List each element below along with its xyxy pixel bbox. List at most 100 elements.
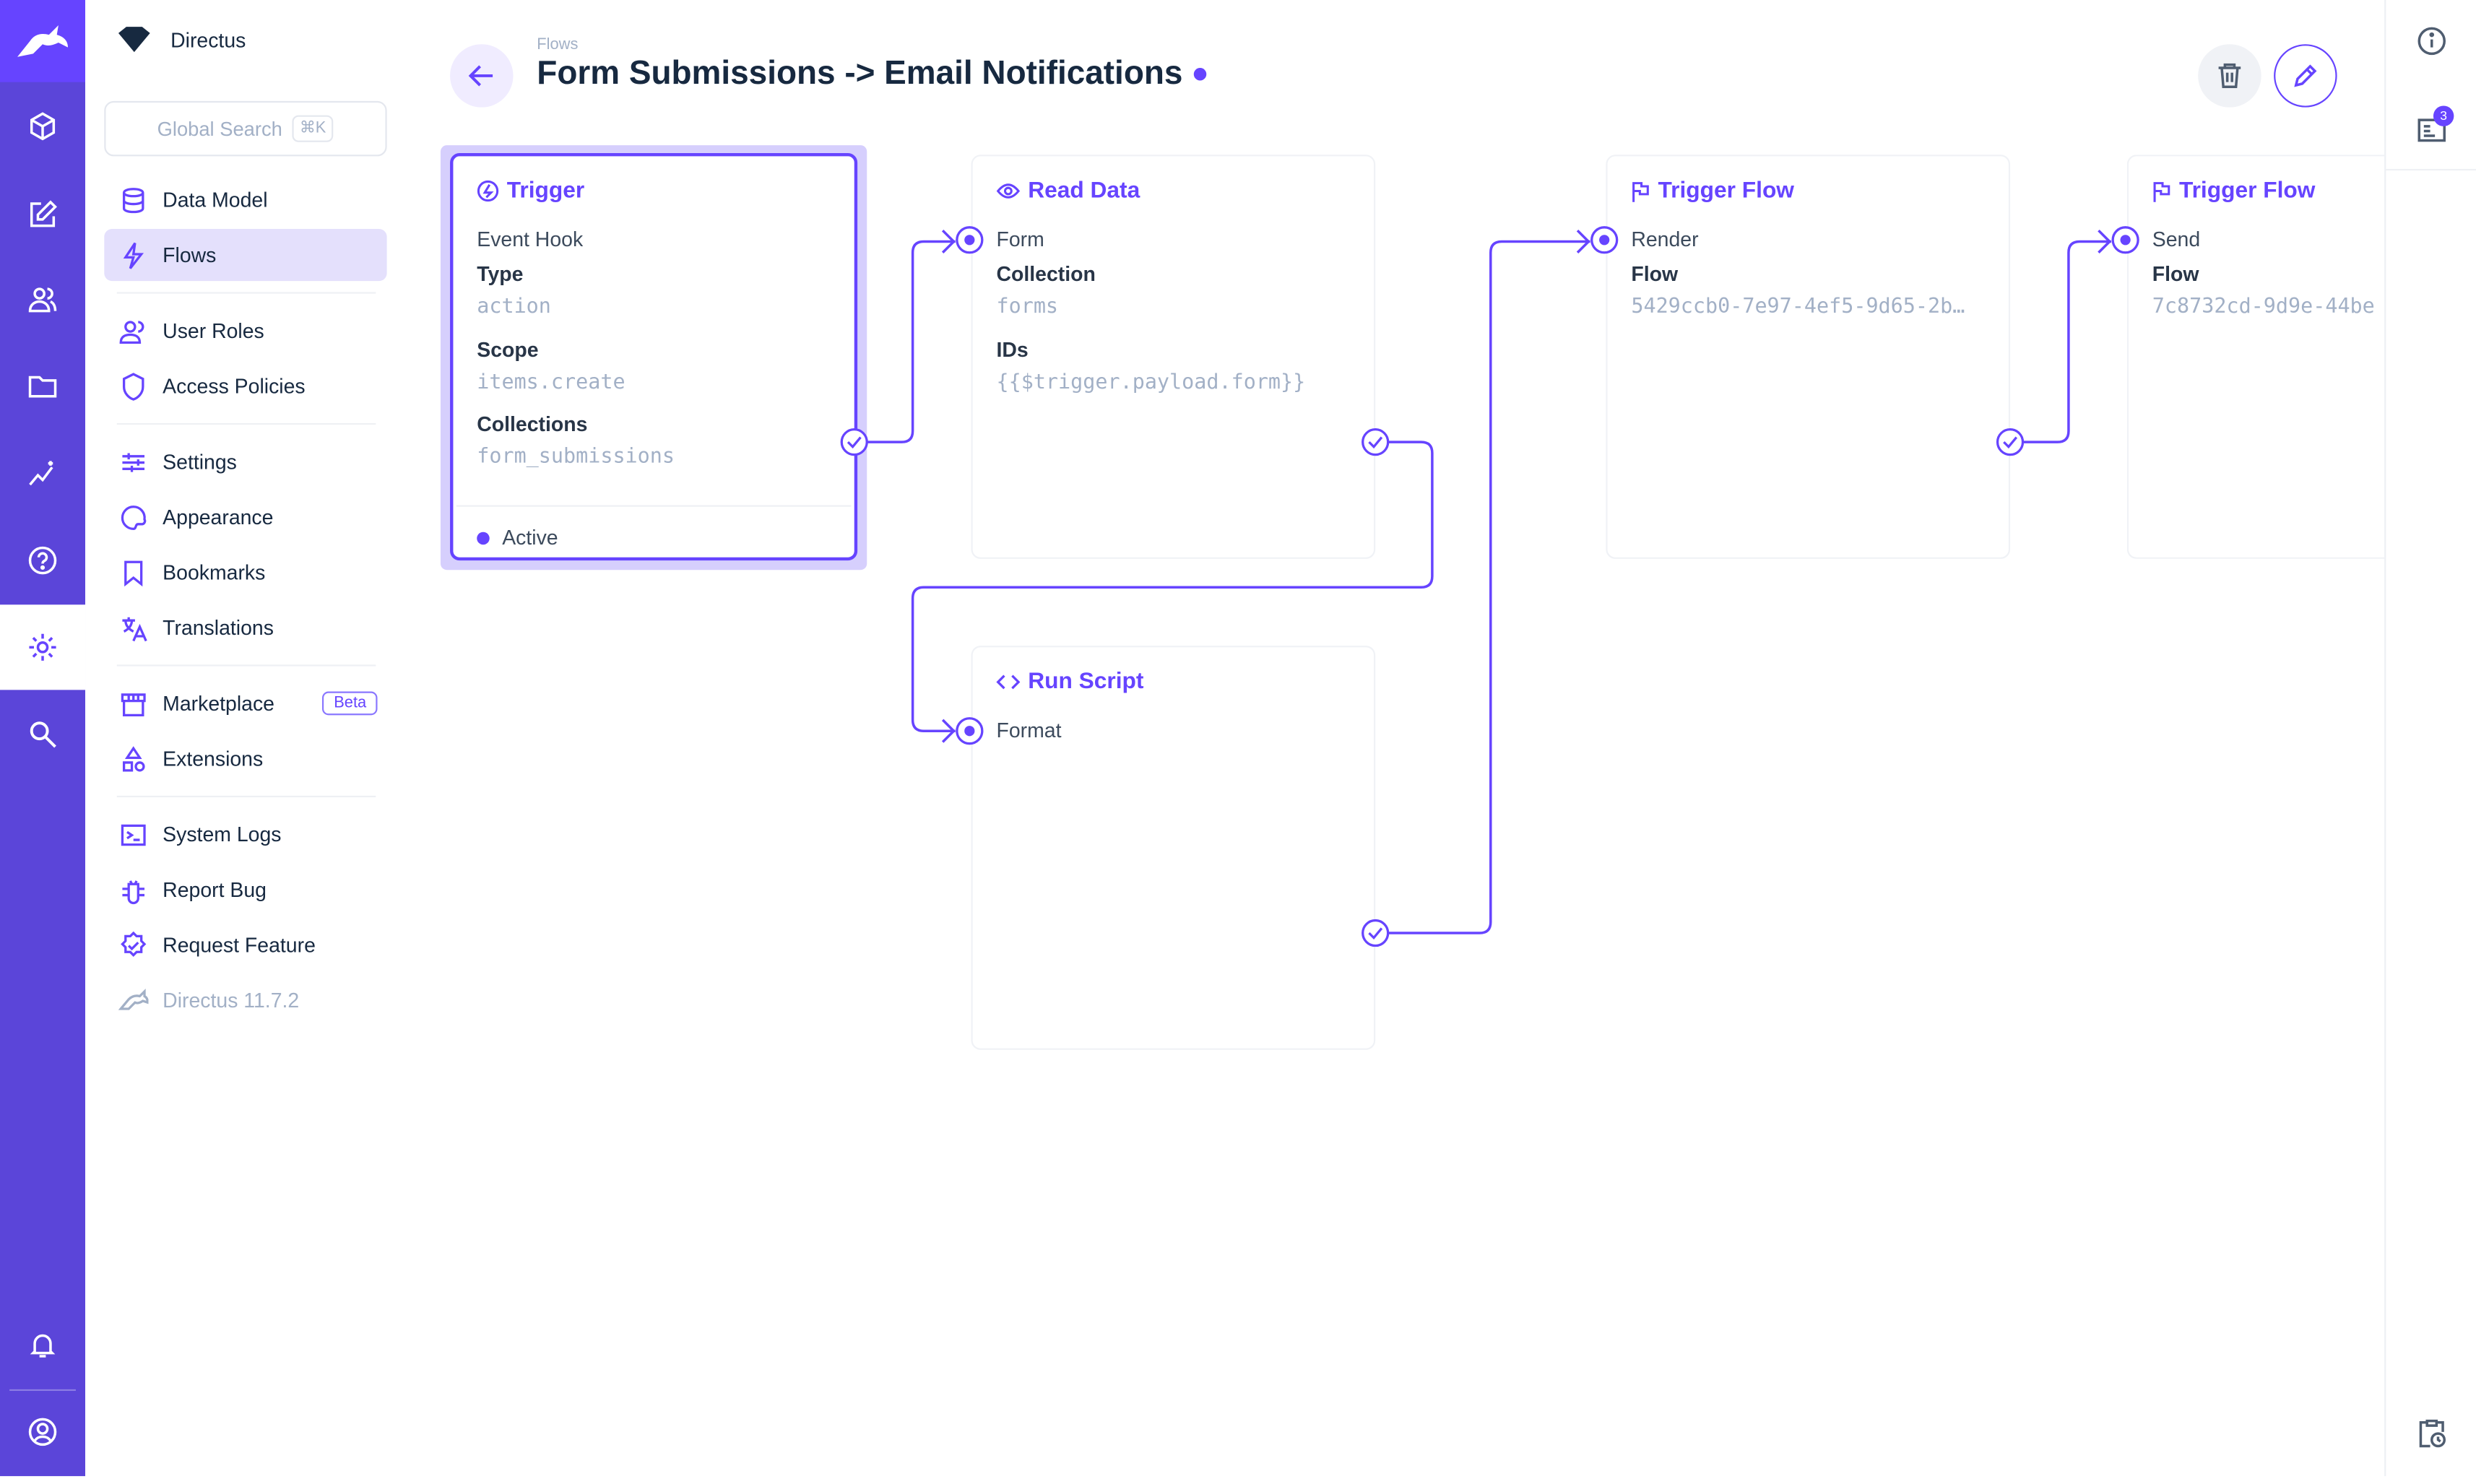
nav-item-extensions[interactable]: Extensions (104, 732, 386, 784)
help-module-button[interactable] (0, 529, 85, 591)
info-button[interactable] (2386, 0, 2476, 82)
logs-button[interactable]: 3 (2386, 88, 2476, 171)
content-module-button[interactable] (0, 95, 85, 157)
breadcrumb[interactable]: Flows (537, 36, 579, 54)
logs-icon (2417, 118, 2445, 142)
nav-item-directus-11-7-2[interactable]: Directus 11.7.2 (104, 974, 386, 1026)
flag-icon (1632, 181, 1649, 201)
verified-icon (121, 930, 147, 956)
global-search-input[interactable]: Global Search ⌘K (104, 100, 387, 157)
connector-script-to-flow1 (1388, 229, 1590, 934)
storefront-icon (121, 693, 146, 716)
edit-module-button[interactable] (0, 183, 85, 246)
user-roles-icon (119, 320, 144, 343)
flow-label: Flow (1631, 261, 1679, 286)
read-data-name: Form (996, 227, 1044, 251)
nav-item-flows[interactable]: Flows (104, 228, 387, 282)
render-name: Render (1631, 227, 1699, 251)
trigger-title-text: Trigger (506, 178, 585, 204)
connector-read-to-script (911, 441, 1434, 743)
settings-module-button[interactable] (0, 604, 86, 690)
insights-module-button[interactable] (0, 442, 85, 505)
nav-divider (116, 422, 376, 425)
type-label: Type (477, 261, 524, 286)
run-script-title-text: Run Script (1028, 669, 1144, 695)
ids-value: {{$trigger.payload.form}} (996, 370, 1306, 395)
nav-item-bookmarks[interactable]: Bookmarks (104, 546, 386, 598)
nav-item-system-logs[interactable]: System Logs (104, 808, 386, 860)
terminal-icon (121, 823, 146, 846)
nav-item-request-feature[interactable]: Request Feature (104, 919, 386, 971)
nav-item-settings[interactable]: Settings (104, 435, 386, 487)
directus-logo[interactable] (0, 0, 86, 82)
run-script-title: Run Script (996, 669, 1143, 695)
collections-value: form_submissions (477, 445, 675, 469)
page-title: Form Submissions -> Email Notifications (537, 55, 1183, 92)
trigger-card[interactable]: Trigger Event Hook Type action Scope ite… (450, 153, 858, 561)
trigger-flow-title-text: Trigger Flow (1658, 178, 1794, 204)
trash-icon (2218, 63, 2241, 88)
nav-item-label: Appearance (163, 505, 274, 529)
user-menu-button[interactable] (0, 1400, 85, 1463)
palette-icon (121, 505, 147, 529)
translate-icon (122, 616, 147, 641)
nav-item-translations[interactable]: Translations (104, 602, 386, 654)
cube-icon (30, 112, 56, 141)
insights-icon (29, 461, 53, 486)
back-button[interactable] (450, 44, 514, 108)
directus-rabbit-icon (118, 987, 149, 1010)
trigger-flow-render-card[interactable]: Trigger Flow Render Flow 5429ccb0-7e97-4… (1606, 155, 2011, 559)
eye-icon (996, 183, 1021, 199)
nav-item-report-bug[interactable]: Report Bug (104, 864, 386, 916)
users-module-button[interactable] (0, 269, 85, 331)
nav-item-label: Settings (163, 450, 237, 474)
arrow-left-icon (468, 65, 493, 87)
nav-item-label: Directus 11.7.2 (163, 988, 300, 1012)
clipboard-clock-icon (2418, 1419, 2445, 1448)
project-name: Directus (170, 27, 246, 52)
sidebar-right: 3 (2384, 0, 2476, 1477)
run-script-card[interactable]: Run Script Format (971, 646, 1376, 1050)
users-icon (28, 287, 57, 313)
scope-label: Scope (477, 337, 539, 362)
active-status-dot (1193, 68, 1207, 81)
help-icon (28, 546, 57, 575)
nav-item-label: Request Feature (163, 933, 316, 957)
nav-item-user-roles[interactable]: User Roles (104, 305, 386, 357)
read-data-title: Read Data (996, 178, 1140, 204)
nav-item-access-policies[interactable]: Access Policies (104, 360, 386, 412)
shield-icon (122, 372, 144, 400)
nav-item-data-model[interactable]: Data Model (104, 173, 386, 225)
project-logo-icon (118, 27, 150, 53)
info-icon (2417, 27, 2445, 56)
collection-label: Collection (996, 261, 1096, 286)
sliders-icon (122, 452, 145, 472)
notifications-button[interactable] (0, 1314, 85, 1376)
settings-icon (29, 633, 56, 661)
nav-divider (116, 795, 376, 798)
trigger-title: Trigger (477, 178, 584, 204)
scope-value: items.create (477, 370, 626, 395)
folder-icon (28, 376, 57, 398)
collections-label: Collections (477, 412, 588, 436)
search-icon (30, 721, 56, 748)
flag-icon (2153, 181, 2170, 201)
project-header[interactable]: Directus (117, 25, 246, 53)
files-module-button[interactable] (0, 355, 85, 418)
page-title-wrap: Form Submissions -> Email Notifications (537, 55, 1207, 93)
card-divider (456, 505, 852, 507)
trigger-flow-title-text: Trigger Flow (2178, 178, 2316, 204)
flow-connectors (867, 229, 2112, 934)
nav-item-appearance[interactable]: Appearance (104, 491, 386, 543)
read-data-card[interactable]: Read Data Form Collection forms IDs {{$t… (971, 155, 1376, 559)
module-bar (0, 0, 86, 1477)
nav-item-label: Data Model (163, 188, 268, 212)
delete-flow-button[interactable] (2198, 44, 2261, 108)
revisions-button[interactable] (2386, 1402, 2476, 1465)
bolt-icon (123, 241, 144, 269)
search-module-button[interactable] (0, 703, 85, 765)
run-script-name: Format (996, 718, 1062, 742)
edit-flow-button[interactable] (2274, 44, 2337, 108)
